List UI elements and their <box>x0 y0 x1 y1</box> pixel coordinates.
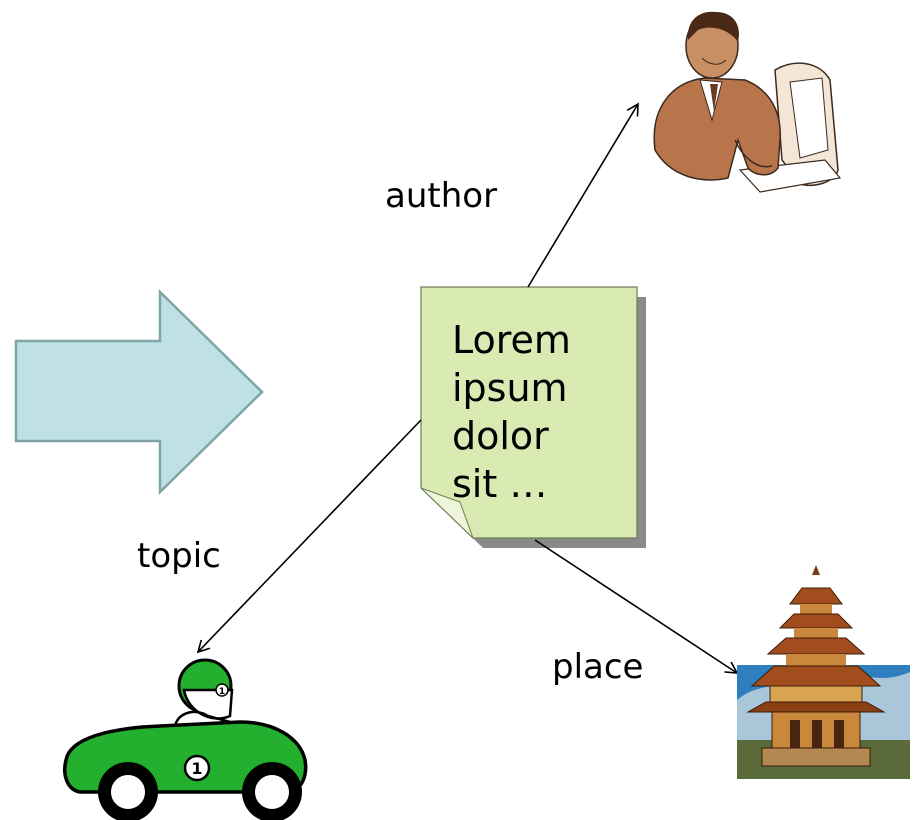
pagoda-icon <box>737 565 910 779</box>
edge-label-author: author <box>385 176 498 216</box>
edge-author <box>527 102 639 288</box>
edge-label-topic: topic <box>137 536 221 576</box>
edge-place <box>534 539 739 674</box>
svg-text:1: 1 <box>191 759 202 778</box>
block-arrow-shape <box>14 289 264 495</box>
svg-text:1: 1 <box>219 687 225 697</box>
document-text: Lorem ipsum dolor sit … <box>452 318 571 506</box>
document-shape <box>420 286 638 539</box>
race-car-icon: 1 1 <box>63 658 308 820</box>
office-worker-icon <box>653 11 842 193</box>
edge-label-place: place <box>552 647 644 687</box>
edge-topic <box>196 419 422 654</box>
document-fold <box>420 487 474 539</box>
